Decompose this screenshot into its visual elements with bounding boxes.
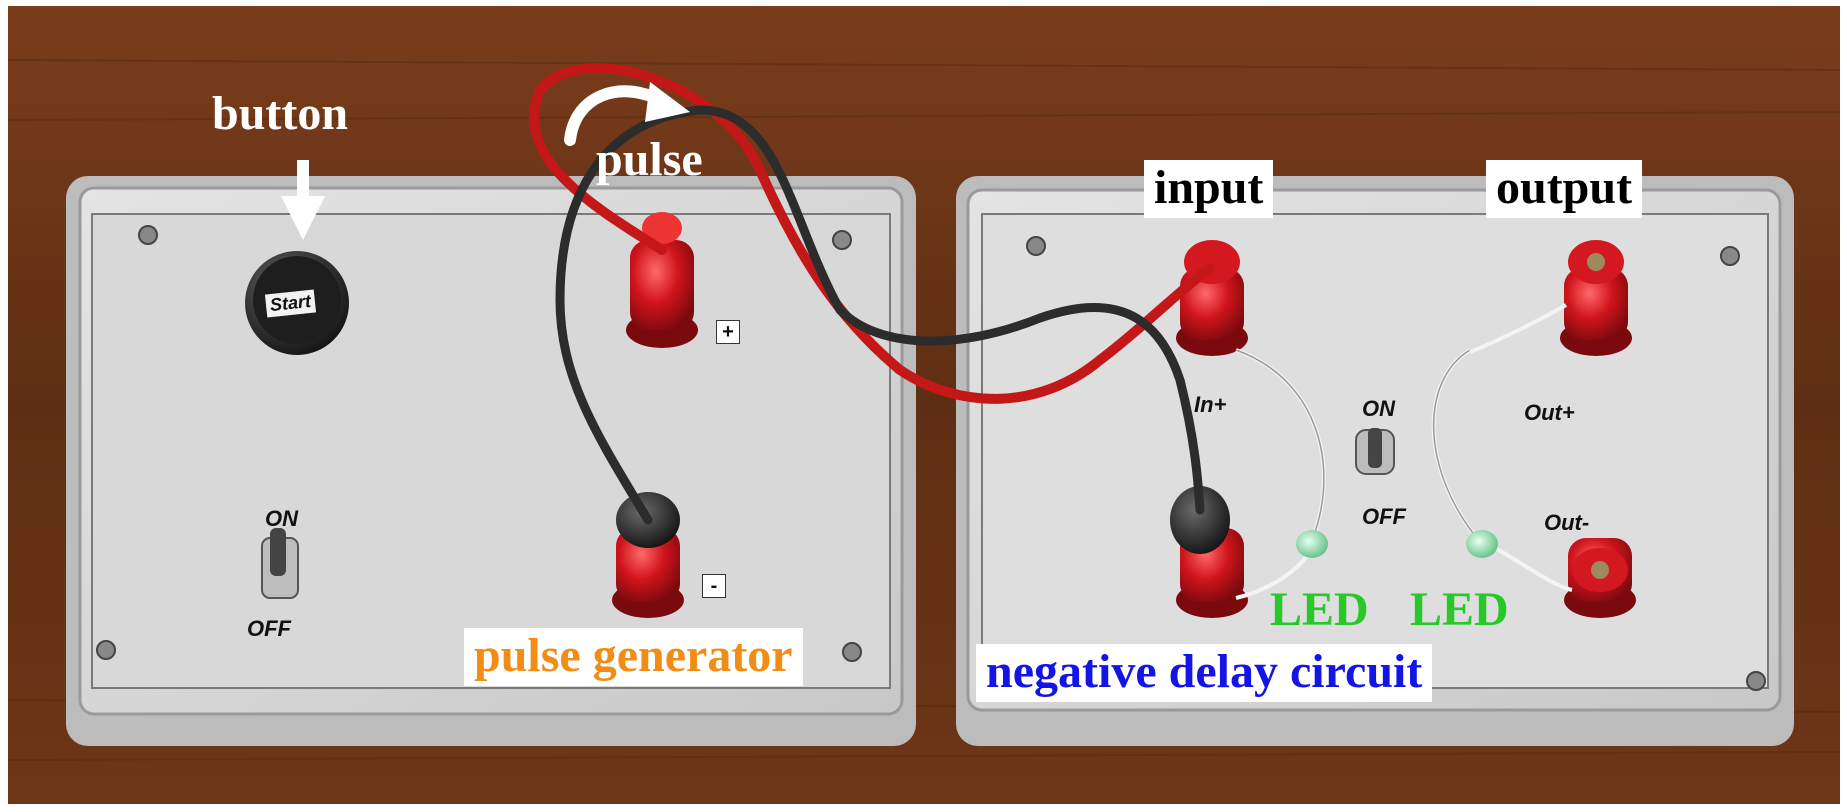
annotation-led-left: LED [1270, 583, 1369, 636]
out-plus-label: Out+ [1524, 400, 1575, 425]
out-minus-label: Out- [1544, 510, 1590, 535]
negative-delay-circuit-box [956, 176, 1794, 746]
patch-wires [529, 63, 1215, 525]
pulse-arrow [564, 85, 666, 146]
button-arrow-head [281, 196, 325, 240]
terminal-plus-label: + [716, 320, 740, 344]
pulse-generator-box [66, 176, 916, 746]
switch-off-label-delay: OFF [1362, 504, 1406, 529]
annotation-button: button [212, 87, 349, 140]
switch-on-label-generator: ON [265, 506, 298, 531]
led-right-body [1466, 530, 1498, 558]
annotation-led-right: LED [1410, 583, 1509, 636]
switch-off-label-generator: OFF [247, 616, 291, 641]
led-left-body [1296, 530, 1328, 558]
annotation-pulse: pulse [596, 133, 703, 186]
terminal-minus-label: - [702, 574, 726, 598]
annotation-output: output [1486, 160, 1643, 218]
switch-on-label-delay: ON [1362, 396, 1395, 421]
in-plus-label: In+ [1194, 392, 1227, 417]
pulse-arrow-head [645, 82, 690, 122]
annotation-pulse-generator: pulse generator [464, 628, 803, 686]
annotation-input: input [1144, 160, 1274, 218]
button-arrow-shaft [297, 160, 309, 200]
annotation-negative-delay-circuit: negative delay circuit [976, 644, 1433, 702]
